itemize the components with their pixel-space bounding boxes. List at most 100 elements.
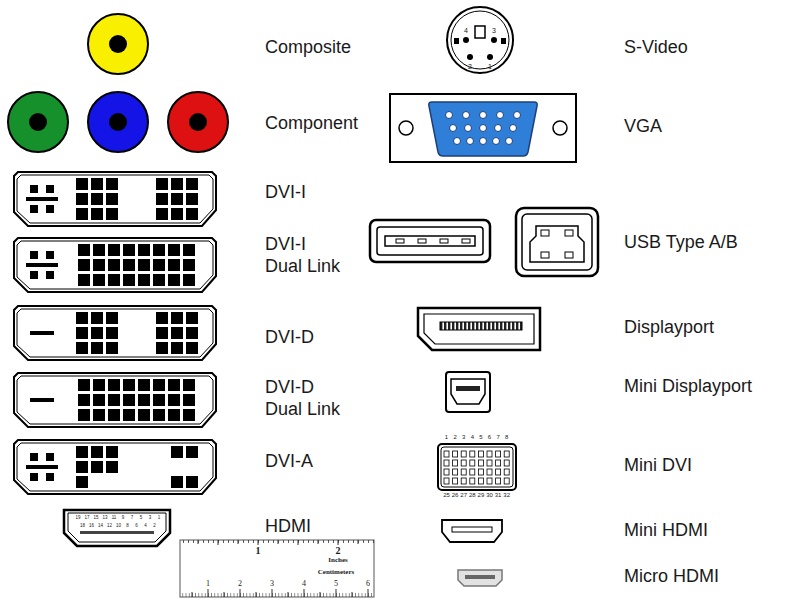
dvi-d-socket — [156, 312, 198, 354]
usb-a-socket — [396, 239, 404, 243]
pin-number: 19 — [75, 515, 80, 520]
ruler-inch-number: 2 — [336, 545, 341, 557]
usb-a-socket — [377, 227, 483, 255]
pin-number: 2 — [468, 63, 472, 71]
pin-number: 27 — [460, 492, 467, 499]
ruler-cm-number: 5 — [334, 579, 338, 589]
dvi-d-dual-link-socket — [14, 373, 216, 427]
vga-socket — [390, 94, 576, 162]
pin-number: 17 — [84, 515, 89, 520]
dvi-a-socket — [171, 476, 198, 488]
usb-b-socket — [541, 252, 549, 258]
dvi-d-socket — [14, 306, 216, 360]
mini-dvi-socket — [496, 451, 501, 457]
dvi-a-socket — [46, 453, 54, 461]
vga-socket — [510, 125, 517, 132]
vga-socket — [480, 125, 487, 132]
pin-number: 4 — [464, 27, 468, 35]
s-video-socket — [451, 11, 509, 69]
mini-hdmi-socket — [452, 527, 492, 532]
vga-socket — [493, 138, 500, 145]
pin-number: 1 — [488, 63, 492, 71]
dvi-a-socket — [26, 465, 58, 469]
dvi-d-dual-link-socket — [14, 373, 216, 427]
component-jacks — [109, 113, 127, 131]
dvi-i-dual-link-socket — [30, 271, 38, 279]
connector-name: DVI-D — [265, 327, 314, 349]
displayport-socket — [424, 314, 534, 344]
s-video-socket — [475, 26, 485, 38]
dvi-i-socket — [156, 178, 198, 220]
vga-socket — [553, 121, 567, 135]
usb-a-socket — [385, 236, 475, 246]
mini-dvi-socket — [438, 444, 516, 490]
ruler-unit: Centimeters — [318, 568, 355, 576]
mini-dvi-socket — [444, 478, 449, 484]
vga-socket — [497, 112, 504, 119]
mini-dvi-socket — [461, 451, 466, 457]
s-video-socket — [487, 54, 493, 60]
mini-dvi-socket — [470, 451, 475, 457]
pin-number: 16 — [89, 523, 94, 528]
pin-number: 2 — [453, 434, 456, 441]
mini-dvi-socket — [496, 469, 501, 475]
micro-hdmi-socket — [458, 570, 502, 586]
connector-name: S-Video — [624, 37, 688, 59]
connector-name: Mini Displayport — [624, 376, 752, 398]
ruler — [304, 589, 305, 597]
ruler — [192, 540, 368, 597]
mini-dvi-socket — [438, 444, 516, 490]
mini-dvi-socket — [504, 478, 509, 484]
usb-a-socket — [440, 239, 448, 243]
dvi-a-socket — [30, 473, 38, 481]
pin-number: 28 — [469, 492, 476, 499]
ruler — [272, 589, 273, 597]
mini-dvi-socket — [461, 460, 466, 466]
vga-socket — [390, 94, 576, 162]
pin-number: 2 — [153, 523, 156, 528]
dvi-i-dual-link-socket — [30, 251, 38, 259]
pin-number: 4 — [471, 434, 474, 441]
dvi-i-dual-link-socket — [78, 244, 195, 286]
pin-number: 3 — [462, 434, 465, 441]
connector-name: HDMI — [265, 516, 311, 538]
mini-dvi-socket — [487, 469, 492, 475]
mini-dvi-socket — [453, 478, 458, 484]
pin-number: 9 — [122, 515, 125, 520]
dvi-i-dual-link-socket — [78, 244, 195, 286]
micro-hdmi-socket — [458, 570, 502, 586]
ruler — [180, 540, 374, 597]
dvi-d-dual-link-socket — [30, 398, 54, 402]
pin-number: 8 — [505, 434, 508, 441]
connector-name: Mini DVI — [624, 455, 692, 477]
vga-socket — [446, 112, 521, 145]
ruler — [258, 540, 259, 545]
mini-hdmi-socket — [442, 520, 502, 542]
ruler-unit: Inches — [328, 556, 347, 564]
usb-a-socket — [462, 239, 470, 243]
dvi-i-dual-link-socket — [26, 263, 58, 267]
mini-displayport-socket — [456, 386, 480, 391]
composite-jack — [109, 35, 127, 53]
displayport-socket — [418, 308, 540, 350]
pin-number: 31 — [495, 492, 502, 499]
ruler-cm-number: 4 — [302, 579, 306, 589]
usb-b-socket — [541, 230, 549, 236]
component-jacks — [88, 92, 148, 152]
ruler — [180, 540, 374, 597]
ruler — [240, 589, 241, 597]
component-jacks — [8, 92, 228, 152]
pin-number: 1 — [158, 515, 161, 520]
dvi-d-socket — [76, 312, 118, 354]
pin-number: 14 — [98, 523, 103, 528]
mini-dvi-socket — [504, 460, 509, 466]
connector-name: DVI-D Dual Link — [265, 377, 345, 420]
pin-number: 11 — [112, 515, 117, 520]
dvi-a-socket — [76, 446, 118, 473]
dvi-i-socket — [76, 178, 118, 220]
mini-dvi-socket — [478, 469, 483, 475]
ruler — [180, 540, 374, 597]
mini-dvi-socket — [487, 478, 492, 484]
mini-dvi-socket — [496, 460, 501, 466]
connector-name: DVI-A — [265, 451, 313, 473]
